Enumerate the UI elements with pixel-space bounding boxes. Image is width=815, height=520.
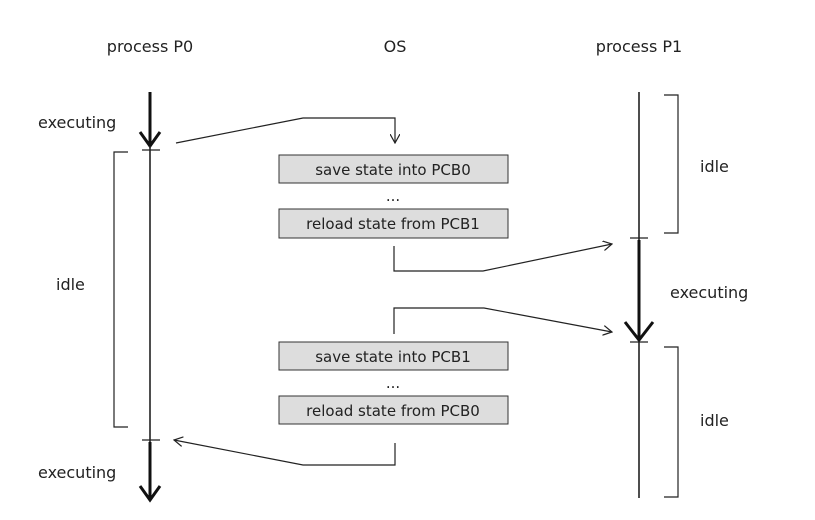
os-save-pcb0-text: save state into PCB0 xyxy=(315,161,471,179)
p0-executing-top-label: executing xyxy=(38,113,116,132)
os-save-pcb1-text: save state into PCB1 xyxy=(315,348,471,366)
header-os: OS xyxy=(384,37,407,56)
os-block2-ellipsis: ... xyxy=(386,374,400,392)
os-save-pcb0-box xyxy=(278,154,509,184)
p1-idle-bottom-bracket xyxy=(664,346,679,498)
os-reload-pcb1-text: reload state from PCB1 xyxy=(306,215,480,233)
header-process-p0: process P0 xyxy=(107,37,193,56)
p0-idle-bracket xyxy=(113,151,128,428)
os-reload-pcb0-box xyxy=(278,395,509,425)
p0-idle-label: idle xyxy=(56,275,85,294)
p1-idle-top-label: idle xyxy=(700,157,729,176)
p1-executing-label: executing xyxy=(670,283,748,302)
arrow-p0-to-os-save-pcb0 xyxy=(175,117,395,143)
arrow-os-to-p1-start xyxy=(393,244,612,272)
os-reload-pcb0-text: reload state from PCB0 xyxy=(306,402,480,420)
header-process-p1: process P1 xyxy=(596,37,682,56)
p0-executing-bottom-label: executing xyxy=(38,463,116,482)
p1-executing-arrowhead xyxy=(623,321,655,343)
arrow-p1-to-os-save-pcb1 xyxy=(393,307,612,334)
p0-executing-bottom-arrowhead xyxy=(138,485,162,503)
os-block1-ellipsis: ... xyxy=(386,187,400,205)
arrow-os-to-p0-resume xyxy=(174,440,396,466)
p1-idle-bottom-label: idle xyxy=(700,411,729,430)
os-reload-pcb1-box xyxy=(278,208,509,239)
os-save-pcb1-box xyxy=(278,341,509,371)
p1-idle-top-bracket xyxy=(664,94,679,234)
